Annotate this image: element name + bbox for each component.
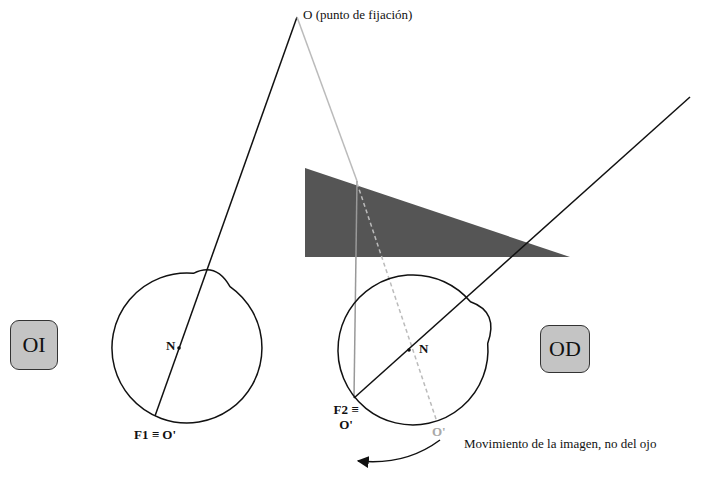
eye-outline-path: [112, 270, 262, 423]
eye-outline-path: [338, 275, 491, 425]
nodal-point: [407, 348, 411, 352]
eyeball: N: [337, 274, 489, 426]
nodal-point: [177, 346, 181, 350]
fixation-point-label: O (punto de fijación): [303, 8, 412, 23]
eyeball: N: [111, 272, 263, 424]
nodal-point-label: N: [165, 339, 176, 353]
eye-tag-box: OI: [10, 320, 58, 370]
visual-axis-right: [354, 97, 690, 398]
eye-tag-box: OD: [540, 325, 590, 373]
prism: [305, 168, 570, 257]
fovea-label: F1 ≡ O': [134, 428, 176, 443]
incident-ray: [297, 17, 357, 181]
eye-outline: [111, 272, 263, 424]
nodal-point-label: N: [418, 342, 429, 356]
eye-label: OD: [549, 336, 581, 362]
movement-note: Movimiento de la imagen, no del ojo: [464, 437, 709, 452]
movement-arrow: [358, 440, 440, 462]
visual-axis-left: [155, 17, 297, 416]
eye-outline: [337, 274, 489, 426]
eye-label: OI: [22, 332, 45, 358]
refracted-ray: [354, 181, 357, 398]
fovea-label: F2 ≡ O': [333, 403, 359, 433]
original-ray: [357, 183, 437, 422]
image-point-label: O': [432, 425, 446, 440]
